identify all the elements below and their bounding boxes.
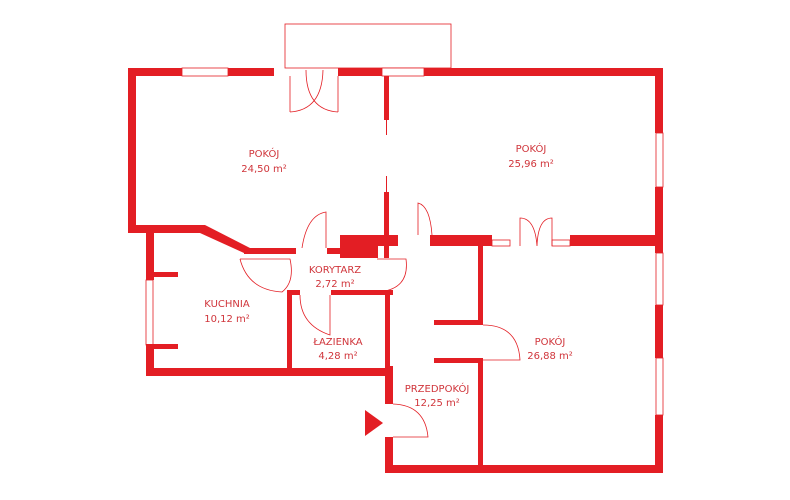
room-area: 24,50 m² [241, 164, 287, 175]
entrance-arrow-icon [365, 410, 383, 436]
room-name: KUCHNIA [204, 299, 250, 310]
room-area: 12,25 m² [414, 398, 460, 409]
room-name: POKÓJ [535, 335, 566, 348]
doors [239, 69, 553, 438]
room-labels: POKÓJ 24,50 m² POKÓJ 25,96 m² KORYTARZ 2… [204, 142, 573, 409]
room-area: 2,72 m² [315, 279, 354, 290]
window [381, 67, 425, 77]
room-name: POKÓJ [249, 147, 280, 160]
window [181, 67, 229, 77]
window [655, 357, 664, 416]
window [655, 252, 664, 306]
window [551, 239, 571, 247]
balcony-outline [284, 23, 452, 69]
room-name: POKÓJ [516, 142, 547, 155]
window [491, 239, 511, 247]
room-name: PRZEDPOKÓJ [405, 382, 470, 395]
room-area: 4,28 m² [318, 351, 357, 362]
room-area: 10,12 m² [204, 314, 250, 325]
room-area: 25,96 m² [508, 159, 554, 170]
room-name: KORYTARZ [309, 265, 361, 276]
room-area: 26,88 m² [527, 351, 573, 362]
window [655, 132, 664, 188]
room-name: ŁAZIENKA [312, 337, 362, 348]
walls [128, 67, 664, 473]
window [145, 279, 154, 346]
